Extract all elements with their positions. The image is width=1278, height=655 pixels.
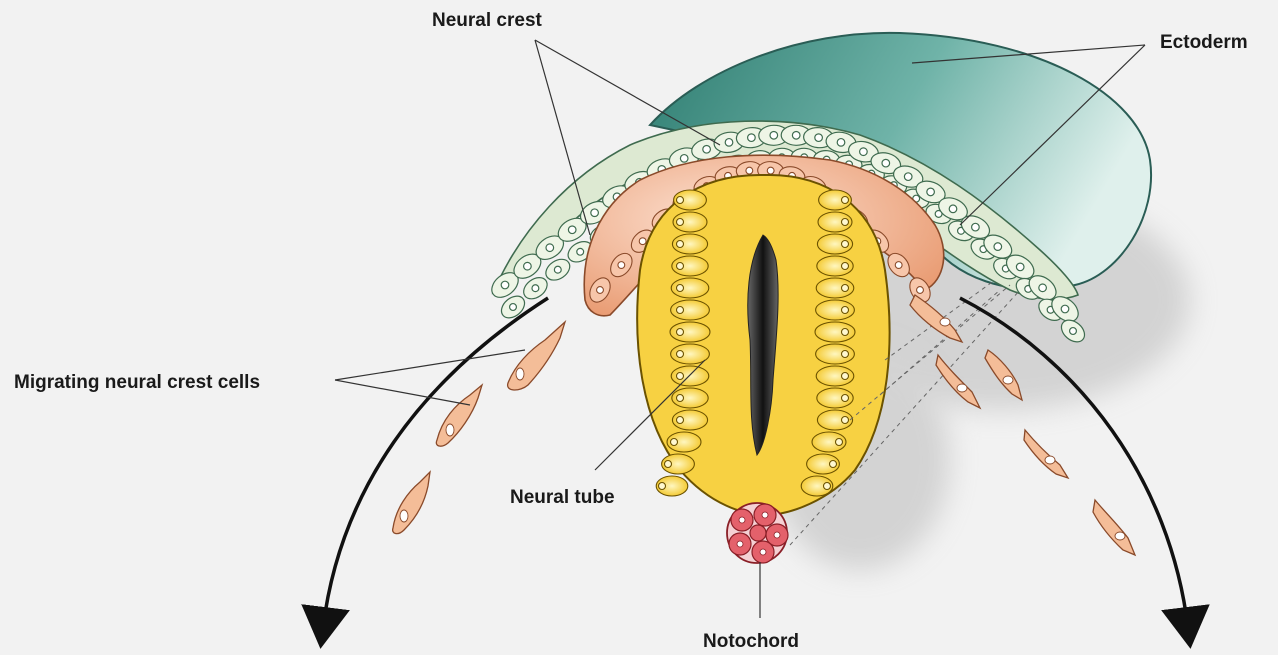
cell-nucleus — [842, 285, 849, 292]
cell-nucleus — [815, 134, 823, 142]
cell-nucleus — [659, 483, 666, 490]
cell-nucleus — [1061, 305, 1069, 313]
cell-nucleus — [972, 223, 980, 231]
cell-nucleus — [677, 263, 684, 270]
cell-nucleus — [994, 243, 1002, 251]
migration-arrow-left — [323, 298, 548, 628]
label-ectoderm: Ectoderm — [1160, 32, 1248, 53]
cell-nucleus — [677, 219, 684, 226]
cell-nucleus — [882, 159, 890, 167]
cell-nucleus — [842, 395, 849, 402]
cell-nucleus — [677, 241, 684, 248]
cell-nucleus — [917, 287, 924, 294]
cell-nucleus — [842, 241, 849, 248]
notochord — [727, 503, 788, 563]
cell-nucleus — [1016, 263, 1024, 271]
cell-nucleus — [510, 304, 517, 311]
cell-nucleus — [895, 262, 902, 269]
cell-nucleus — [842, 263, 849, 270]
cell-nucleus — [949, 205, 957, 213]
cell-nucleus — [927, 188, 935, 196]
cell-nucleus — [677, 285, 684, 292]
cell-nucleus — [842, 417, 849, 424]
cell-nucleus — [842, 219, 849, 226]
label-notochord: Notochord — [703, 631, 799, 652]
cell-nucleus — [501, 281, 509, 289]
cell-nucleus — [842, 329, 849, 336]
label-migrating-neural-crest-cells: Migrating neural crest cells — [14, 372, 260, 393]
cell-nucleus — [824, 483, 831, 490]
label-neural-tube: Neural tube — [510, 487, 615, 508]
cell-nucleus — [842, 373, 849, 380]
neural-tube — [637, 175, 889, 515]
cell-nucleus — [677, 395, 684, 402]
cell-nucleus — [524, 262, 532, 270]
cell-nucleus — [577, 248, 584, 255]
cell-nucleus — [904, 173, 912, 181]
cell-nucleus — [770, 131, 778, 139]
cell-nucleus — [748, 134, 756, 142]
cell-nucleus — [792, 131, 800, 139]
cell-nucleus — [677, 197, 684, 204]
label-neural-crest: Neural crest — [432, 10, 543, 31]
cell-nucleus — [842, 197, 849, 204]
cell-nucleus — [568, 226, 576, 234]
cell-nucleus — [680, 155, 688, 163]
cell-nucleus — [703, 145, 711, 153]
cell-nucleus — [671, 439, 678, 446]
cell-nucleus — [677, 307, 684, 314]
cell-nucleus — [746, 167, 753, 174]
cell-nucleus — [591, 209, 599, 217]
cell-nucleus — [1039, 284, 1047, 292]
cell-nucleus — [860, 148, 868, 156]
cell-nucleus — [677, 417, 684, 424]
cell-nucleus — [836, 439, 843, 446]
cell-nucleus — [677, 351, 684, 358]
cell-nucleus — [665, 461, 672, 468]
cell-nucleus — [532, 285, 539, 292]
cell-nucleus — [837, 139, 845, 147]
cell-nucleus — [1070, 328, 1077, 335]
cell-nucleus — [546, 244, 554, 252]
cell-nucleus — [842, 307, 849, 314]
cell-nucleus — [842, 351, 849, 358]
cell-nucleus — [618, 262, 625, 269]
cell-nucleus — [767, 167, 774, 174]
cell-nucleus — [725, 139, 733, 147]
cell-nucleus — [597, 287, 604, 294]
cell-nucleus — [554, 266, 561, 273]
cell-nucleus — [677, 329, 684, 336]
cell-nucleus — [639, 238, 646, 245]
cell-nucleus — [830, 461, 837, 468]
cell-nucleus — [677, 373, 684, 380]
